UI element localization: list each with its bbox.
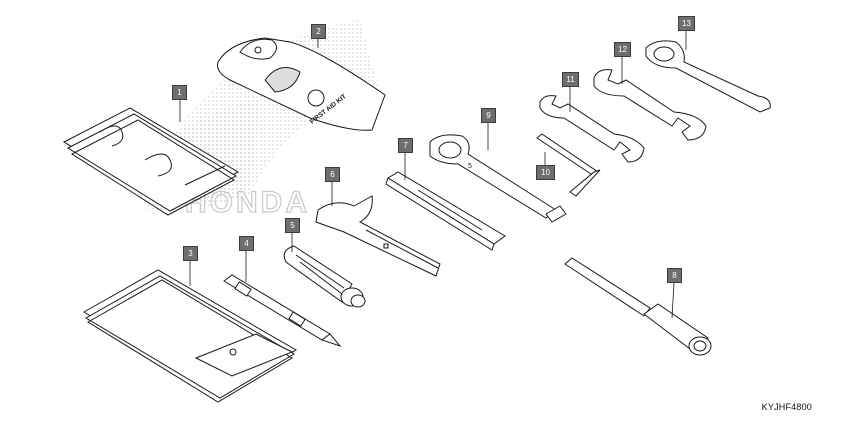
screwdriver-grip xyxy=(224,275,340,346)
document-holder xyxy=(64,108,238,215)
callout-5: 5 xyxy=(285,218,300,233)
callout-7: 7 xyxy=(398,138,413,153)
extension-bar xyxy=(386,172,505,250)
tool-bag xyxy=(84,270,296,402)
open-end-wrench-small xyxy=(540,96,644,162)
open-end-wrench-medium xyxy=(594,70,706,140)
callout-13: 13 xyxy=(678,16,695,31)
combination-wrench xyxy=(646,41,770,112)
callout-10: 10 xyxy=(536,165,555,180)
callout-3: 3 xyxy=(183,246,198,261)
callout-11: 11 xyxy=(562,72,579,87)
reference-code: KYJHF4800 xyxy=(761,402,812,412)
callout-8: 8 xyxy=(667,268,682,283)
leader-lines xyxy=(179,30,687,319)
svg-text:5: 5 xyxy=(468,163,472,170)
spark-plug-wrench xyxy=(565,258,711,355)
callout-6: 6 xyxy=(325,167,340,182)
callout-9: 9 xyxy=(481,108,496,123)
callout-4: 4 xyxy=(239,236,254,251)
callout-2: 2 xyxy=(311,24,326,39)
hex-key xyxy=(537,134,600,196)
screwdriver-handle xyxy=(284,246,365,307)
callout-12: 12 xyxy=(614,42,631,57)
callout-1: 1 xyxy=(172,85,187,100)
box-end-wrench: 5 xyxy=(430,135,566,222)
first-aid-kit-pouch: FIRST AID KIT xyxy=(218,38,386,130)
pin-spanner xyxy=(316,196,440,276)
